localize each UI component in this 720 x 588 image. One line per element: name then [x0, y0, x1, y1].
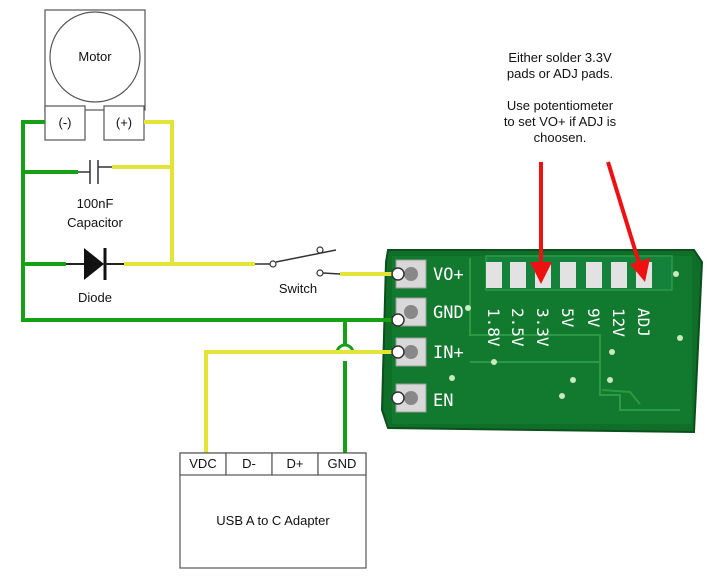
annotation-arrows: [530, 161, 650, 284]
pad-label-adj: ADJ: [634, 308, 653, 337]
diode-label: Diode: [78, 290, 112, 305]
board-pin-labels: VO+ GND IN+ EN: [433, 265, 464, 411]
usb-pin-d-plus: D+: [286, 456, 304, 471]
usb-pin-vdc: VDC: [189, 456, 217, 471]
note-line: choosen.: [533, 130, 587, 145]
capacitor-label: Capacitor: [67, 215, 123, 230]
pad-label-12v: 12V: [609, 308, 628, 337]
note-line: Either solder 3.3V: [508, 50, 612, 65]
pad-label-1v8: 1.8V: [484, 308, 503, 347]
switch-label: Switch: [278, 281, 318, 296]
note-line: pads or ADJ pads.: [506, 66, 614, 81]
voltage-pad-labels: 1.8V 2.5V 3.3V 5V 9V 12V ADJ: [484, 308, 653, 347]
usb-adapter: [179, 452, 367, 569]
motor: [44, 9, 146, 141]
pin-label-in-plus: IN+: [433, 343, 464, 363]
note-line: to set VO+ if ADJ is: [503, 114, 617, 129]
pad-label-3v3: 3.3V: [533, 308, 552, 347]
board-pin-header: [395, 259, 427, 413]
motor-positive-terminal: (+): [115, 115, 133, 130]
usb-pin-gnd: GND: [327, 456, 357, 471]
positive-wires: [112, 120, 400, 456]
pin-label-en: EN: [433, 391, 453, 411]
capacitor-value: 100nF: [76, 196, 114, 211]
pin-label-vo-plus: VO+: [433, 265, 464, 285]
usb-pin-d-minus: D-: [242, 456, 256, 471]
diode: [66, 248, 124, 280]
pad-label-9v: 9V: [584, 308, 603, 328]
motor-label: Motor: [78, 49, 112, 64]
usb-adapter-label: USB A to C Adapter: [216, 513, 330, 528]
pad-label-5v: 5V: [558, 308, 577, 328]
arrow-to-adj-pad: [606, 161, 642, 267]
wire-terminals: [391, 267, 405, 405]
note-line: Use potentiometer: [506, 98, 614, 113]
pad-label-2v5: 2.5V: [508, 308, 527, 347]
motor-negative-terminal: (-): [58, 115, 72, 130]
solder-instructions-note: Either solder 3.3V pads or ADJ pads. Use…: [470, 50, 650, 146]
switch[interactable]: [255, 246, 341, 277]
pin-label-gnd: GND: [433, 303, 464, 323]
capacitor: [78, 160, 112, 184]
